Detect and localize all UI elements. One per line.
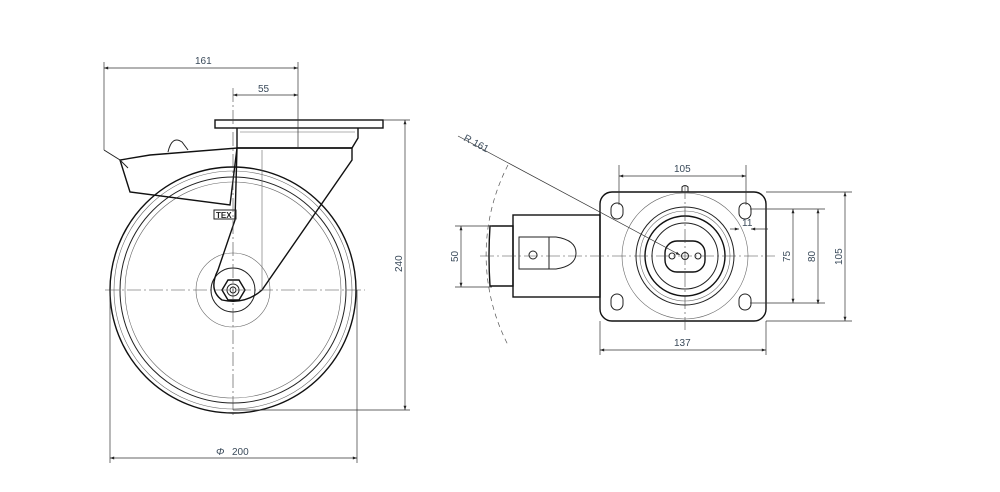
mounting-holes: [610, 202, 752, 311]
svg-text:137: 137: [674, 338, 691, 349]
svg-text:80: 80: [807, 250, 818, 262]
dim-80: 80: [807, 209, 820, 304]
top-plate: [214, 119, 384, 149]
brake-lever: [119, 147, 238, 206]
swivel-radius-arc: [485, 164, 509, 346]
dim-55: 55: [233, 84, 298, 97]
top-view: R 161 105 137 11 75 80: [450, 133, 852, 355]
dim-240: 240: [233, 119, 410, 411]
svg-text:240: 240: [394, 255, 405, 272]
svg-text:75: 75: [782, 250, 793, 262]
brand-mark: TEX: [216, 211, 232, 220]
mounting-plate: [599, 191, 767, 322]
svg-text:105: 105: [834, 248, 845, 265]
svg-text:11: 11: [742, 218, 753, 229]
wheel-tread: [488, 225, 514, 287]
fork: TEX: [103, 139, 353, 302]
dim-161: 161: [103, 56, 299, 150]
dim-diameter-200: Φ 200: [109, 290, 358, 463]
svg-text:50: 50: [450, 250, 461, 262]
dim-50: 50: [450, 225, 492, 288]
dim-11: 11: [730, 218, 768, 231]
svg-text:R 161: R 161: [462, 133, 491, 155]
dim-137: 137: [599, 321, 767, 355]
svg-text:55: 55: [258, 84, 270, 95]
svg-text:Φ: Φ: [216, 447, 224, 458]
svg-text:161: 161: [195, 56, 212, 67]
svg-text:105: 105: [674, 164, 691, 175]
brake-pedal: [518, 236, 577, 270]
dim-105-x: 105: [618, 164, 747, 205]
dim-r161: R 161: [457, 133, 681, 256]
dim-105-y: 105: [766, 191, 852, 322]
dim-75: 75: [750, 208, 825, 304]
svg-text:200: 200: [232, 447, 249, 458]
side-view: TEX 161 55 240: [103, 56, 410, 463]
